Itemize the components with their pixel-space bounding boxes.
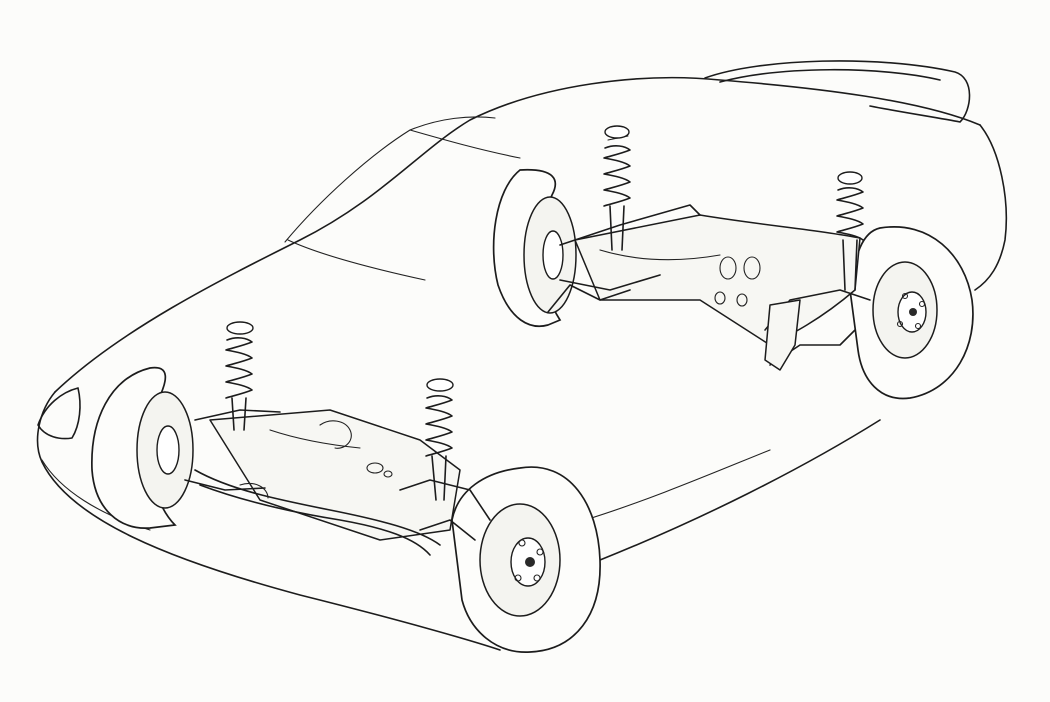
rear-left-wheel: [492, 168, 577, 327]
front-left-coil-spring-strut: [225, 321, 254, 431]
rear-right-wheel: [849, 226, 974, 400]
front-left-wheel: [91, 366, 194, 529]
rear-right-coil-spring-strut: [836, 171, 864, 291]
car-body-outline: [36, 60, 1008, 651]
front-right-coil-spring-strut: [425, 378, 454, 501]
rear-suspension-assembly: [547, 125, 871, 371]
front-right-wheel: [451, 466, 601, 653]
rear-left-coil-spring-strut: [603, 125, 631, 251]
front-suspension-assembly: [184, 321, 491, 556]
